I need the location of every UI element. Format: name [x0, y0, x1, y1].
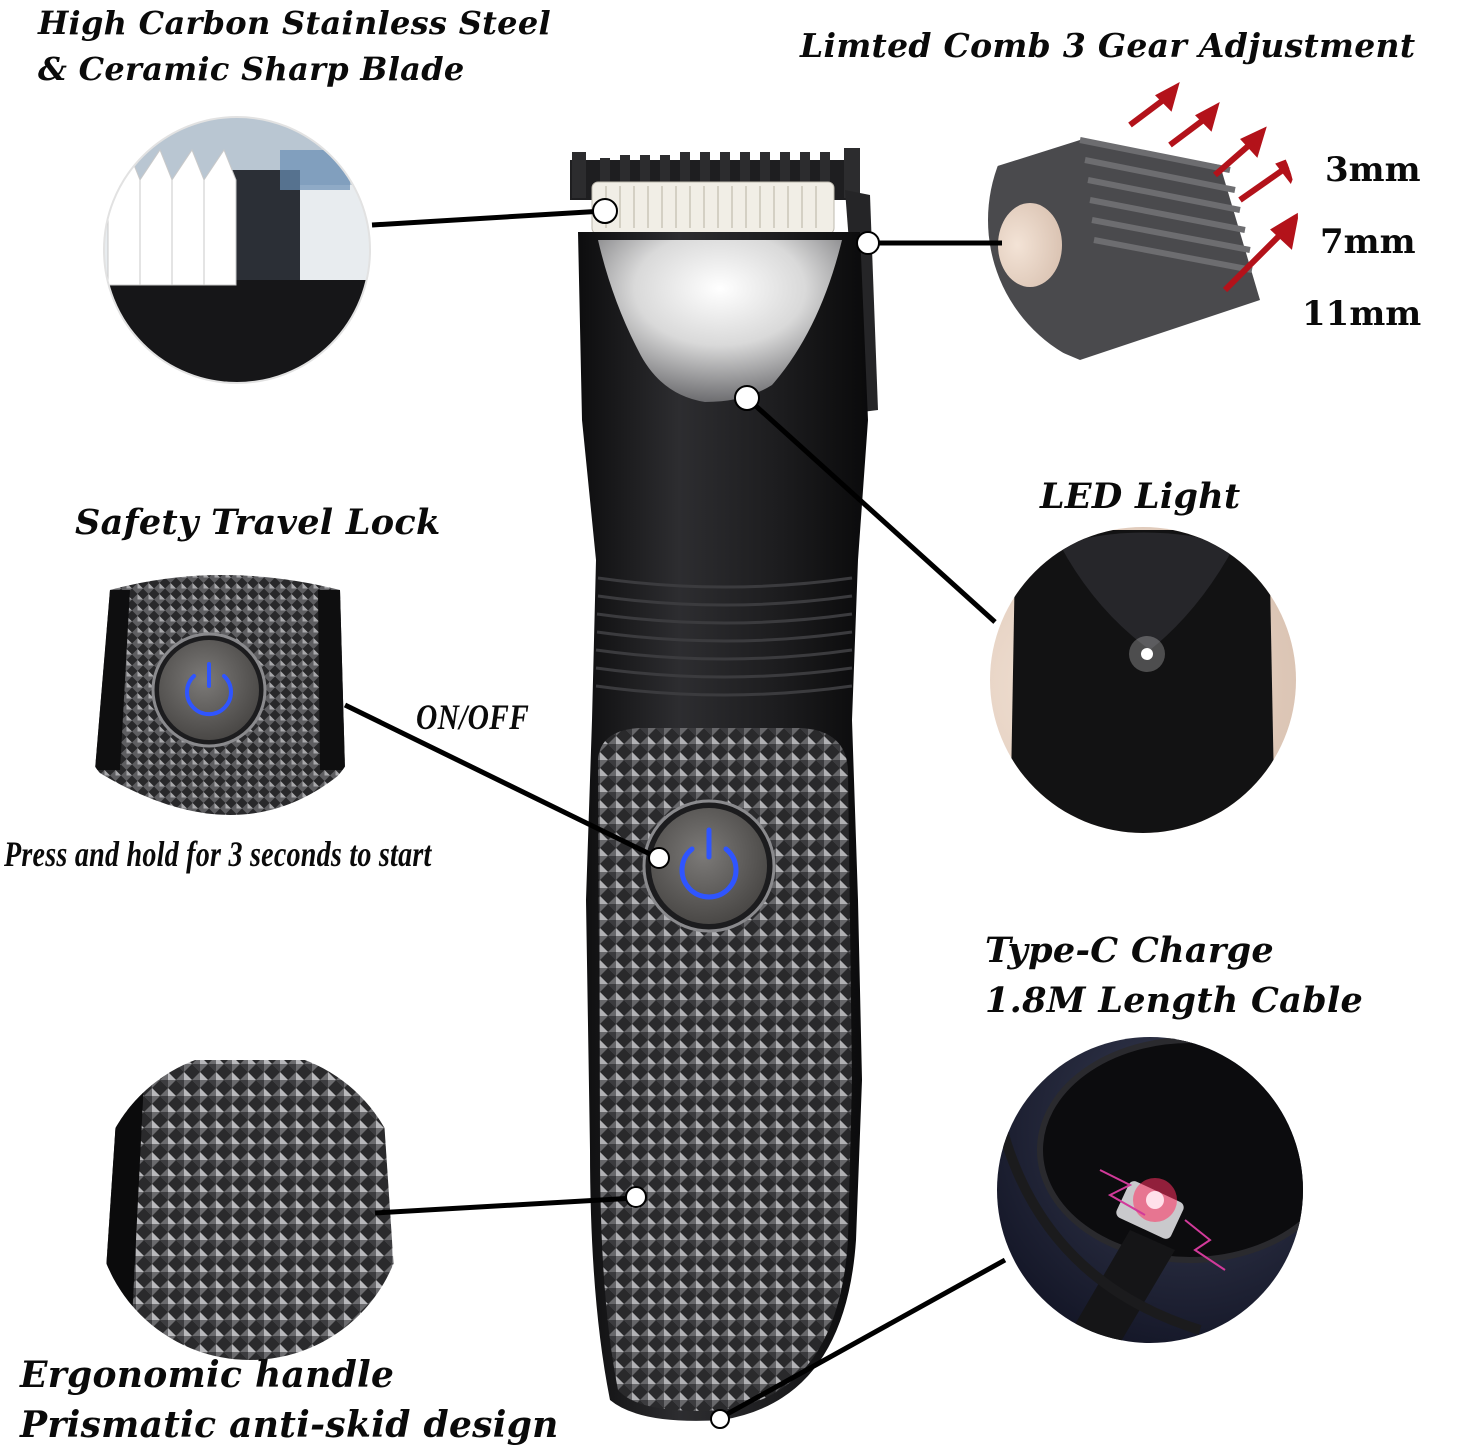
blade-callout-line2: & Ceramic Sharp Blade: [38, 50, 465, 88]
ceramic-blade: [591, 181, 835, 235]
charge-callout-line1: Type-C Charge: [985, 930, 1274, 971]
usb-c-closeup: [997, 1037, 1303, 1343]
handle-texture-closeup: [95, 1050, 405, 1360]
comb-callout-title: Limted Comb 3 Gear Adjustment: [800, 26, 1416, 65]
power-icon: [679, 846, 739, 900]
leader-lines: [343, 208, 1007, 1421]
guide-comb-closeup: [988, 65, 1298, 375]
lock-callout-title: Safety Travel Lock: [75, 502, 441, 543]
trimmer-device: [570, 148, 878, 1421]
handle-callout: Ergonomic handle Prismatic anti-skid des…: [20, 1350, 559, 1450]
rib-band: [595, 576, 853, 697]
charge-callout-line2: 1.8M Length Cable: [985, 980, 1364, 1021]
anchor-dots: [592, 198, 880, 1429]
comb-length-3mm: 3mm: [1325, 150, 1421, 190]
power-button[interactable]: [642, 799, 776, 933]
comb-length-7mm: 7mm: [1320, 222, 1416, 262]
led-callout-title: LED Light: [1040, 476, 1241, 517]
charge-callout: Type-C Charge 1.8M Length Cable: [985, 926, 1363, 1026]
led-window: [598, 240, 842, 402]
led-closeup: [990, 527, 1296, 833]
handle-callout-line1: Ergonomic handle: [20, 1354, 395, 1396]
comb-length-11mm: 11mm: [1302, 294, 1422, 334]
blade-callout-line1: High Carbon Stainless Steel: [38, 4, 551, 42]
power-callout-instruction: Press and hold for 3 seconds to start: [4, 834, 432, 874]
power-callout-title: ON/OFF: [416, 697, 530, 737]
power-button-closeup: [68, 528, 372, 832]
blade-callout: High Carbon Stainless Steel & Ceramic Sh…: [38, 0, 551, 92]
handle-callout-line2: Prismatic anti-skid design: [20, 1404, 559, 1446]
